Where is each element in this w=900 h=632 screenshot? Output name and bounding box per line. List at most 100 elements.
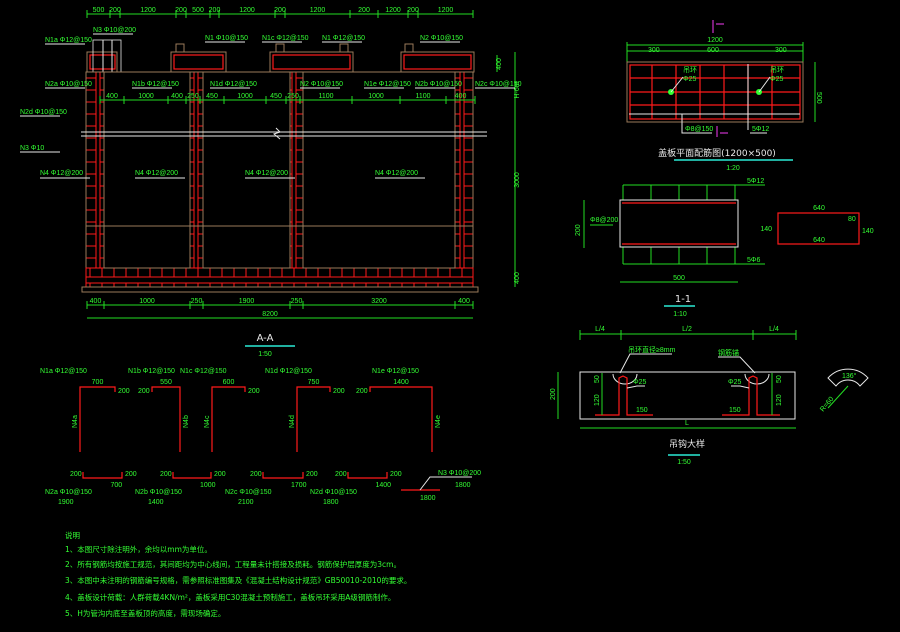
base-cushion [81, 286, 479, 293]
left-wall [85, 71, 105, 269]
inner-dim-label: 1100 [415, 93, 430, 100]
top-dim-label: 200 [358, 7, 370, 14]
sec11-label: 5Φ12 [747, 178, 764, 185]
inner-dim-label: 450 [270, 93, 282, 100]
sec11-label: 5Φ6 [747, 257, 760, 264]
inner-wall [289, 71, 304, 269]
hook-detail-scale: 1:50 [677, 459, 691, 466]
shape-length: 1400 [393, 379, 409, 386]
shape-label: N1d Φ12@150 [265, 368, 312, 375]
stirrup-shape [777, 212, 860, 245]
top-dim-label: 200 [109, 7, 121, 14]
plan-label: 吊环 [683, 66, 697, 74]
right-dim-label: H-6m [514, 81, 521, 98]
top-dim-label: 1200 [438, 7, 454, 14]
shape-hook: 200 [138, 388, 150, 395]
stirrup-dim: 140 [862, 228, 874, 235]
hook-dim: 150 [636, 407, 648, 414]
dim-mid: 600 [707, 47, 719, 54]
bottom-dim-label: 250 [191, 298, 203, 305]
stirrup-dim: 640 [813, 205, 825, 212]
shape-hook: 200 [390, 471, 402, 478]
shape-hook: 200 [118, 388, 130, 395]
rebar-label: N1c Φ12@150 [262, 35, 309, 42]
plan-label: Φ25 [683, 76, 696, 83]
bottom-dim-label: 400 [90, 298, 102, 305]
plan-label: Φ25 [770, 76, 783, 83]
plan-label: 5Φ12 [752, 126, 769, 133]
shape-hook: 200 [214, 471, 226, 478]
shape-label: N2d Φ10@150 [310, 489, 357, 496]
inner-dim-label: 250 [187, 93, 199, 100]
wall-label: N4 Φ12@200 [40, 170, 83, 177]
note-item: 1、本图尺寸除注明外，余均以mm为单位。 [65, 544, 212, 554]
top-dim-label: 200 [407, 7, 419, 14]
rebar-label: N1d Φ12@150 [210, 81, 257, 88]
sec11-title: 1-1 [675, 294, 691, 305]
arc-angle: 136° [842, 372, 857, 380]
note-item: 5、H为管沟内底至盖板顶的高度，需现场确定。 [65, 608, 225, 618]
shape-hook: 200 [160, 471, 172, 478]
stirrup-dim: 140 [760, 226, 772, 233]
wall-label: N4 Φ12@200 [375, 170, 418, 177]
bottom-slab [85, 267, 474, 288]
notes-heading: 说明 [65, 530, 80, 540]
top-dim-label: 200 [175, 7, 187, 14]
shape-hook: 200 [125, 471, 137, 478]
hook-dim: L [685, 420, 689, 427]
shape-label: N2c Φ10@150 [225, 489, 272, 496]
shape-label: N3 Φ10@200 [438, 470, 481, 477]
rebar-label: N1a Φ12@150 [45, 37, 92, 44]
rebar-label: N2 Φ10@150 [300, 81, 343, 88]
sec11-scale: 1:10 [673, 311, 687, 318]
inner-dim-label: 1000 [237, 93, 253, 100]
right-wall [454, 71, 474, 269]
shape-length: 750 [308, 379, 320, 386]
section-outline [619, 199, 739, 248]
top-dim-label: 1200 [385, 7, 401, 14]
plan-label: Φ8@150 [685, 126, 713, 133]
inner-dim-label: 400 [455, 93, 467, 100]
rebar-label: N1b Φ12@150 [132, 81, 179, 88]
rebar-label: N2 Φ10@150 [420, 35, 463, 42]
shape-total: 1800 [323, 499, 339, 506]
sec11-width: 500 [673, 275, 685, 282]
bottom-dim-label: 1000 [139, 298, 155, 305]
wall-label: N4 Φ12@200 [135, 170, 178, 177]
inner-dim-label: 400 [106, 93, 118, 100]
shape-hook: 200 [250, 471, 262, 478]
note-item: 2、所有钢筋均按施工规范，其间距均为中心线间，工程量未计搭接及损耗。钢筋保护层厚… [65, 559, 401, 569]
hook-dim: 50 [776, 375, 783, 383]
hook-dim: L/4 [769, 326, 779, 333]
wall-label: N4 Φ12@200 [245, 170, 288, 177]
shape-total: 1800 [420, 495, 436, 502]
bottom-dim-label: 400 [458, 298, 470, 305]
total-width-label: 8200 [262, 311, 278, 318]
sec11-height: 200 [575, 224, 582, 236]
hook-arc-icon [827, 368, 869, 387]
shape-length: 700 [92, 379, 104, 386]
rebar-label: N3 Φ10 [20, 145, 44, 152]
shape-label: N1c Φ12@150 [180, 368, 227, 375]
shape-length: 1800 [455, 482, 471, 489]
hook-label: 钢筋锚 [718, 348, 739, 357]
rebar-label: N3 Φ10@200 [93, 27, 136, 34]
section-aa-scale: 1:50 [258, 351, 272, 358]
inner-dim-label: 450 [206, 93, 218, 100]
plan-label: 吊环 [770, 66, 784, 74]
top-dim-label: 1200 [310, 7, 326, 14]
rebar-label: N1 Φ10@150 [205, 35, 248, 42]
notes: 说明 1、本图尺寸除注明外，余均以mm为单位。 2、所有钢筋均按施工规范，其间距… [65, 530, 411, 618]
shape-hook: 200 [356, 388, 368, 395]
rebar-label: N2b Φ10@150 [415, 81, 462, 88]
cover-plan-scale: 1:20 [726, 165, 740, 172]
section-1-1: 5Φ12 Φ8@200 5Φ6 200 500 1-1 1:10 640 140… [575, 178, 874, 318]
arc-radius: R=60 [819, 396, 835, 414]
shape-hook: 200 [333, 388, 345, 395]
